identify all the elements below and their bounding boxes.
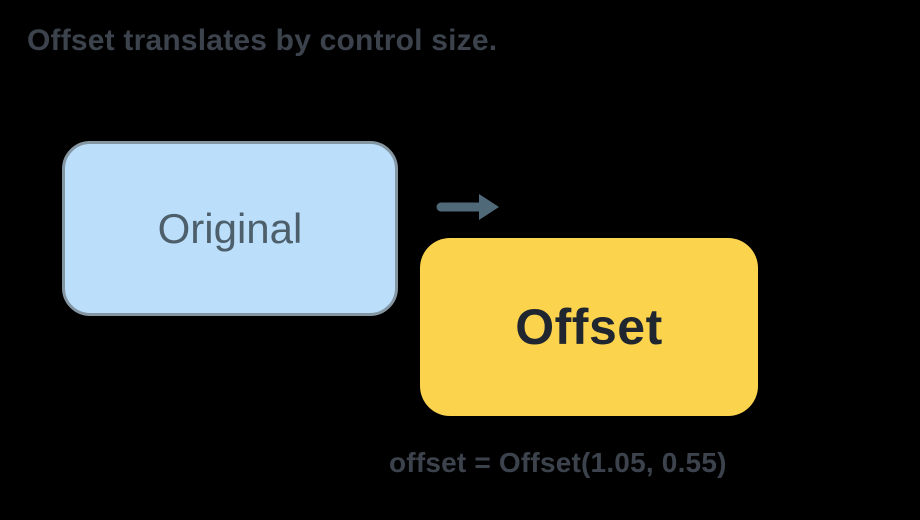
right-arrow-head bbox=[479, 194, 499, 220]
original-box-label: Original bbox=[157, 204, 303, 252]
diagram-title: Offset translates by control size. bbox=[27, 24, 498, 57]
original-box: Original bbox=[62, 141, 398, 316]
offset-box-label: Offset bbox=[515, 299, 663, 355]
offset-code-caption: offset = Offset(1.05, 0.55) bbox=[389, 447, 727, 478]
right-arrow-icon bbox=[436, 194, 499, 220]
offset-box: Offset bbox=[420, 238, 758, 416]
